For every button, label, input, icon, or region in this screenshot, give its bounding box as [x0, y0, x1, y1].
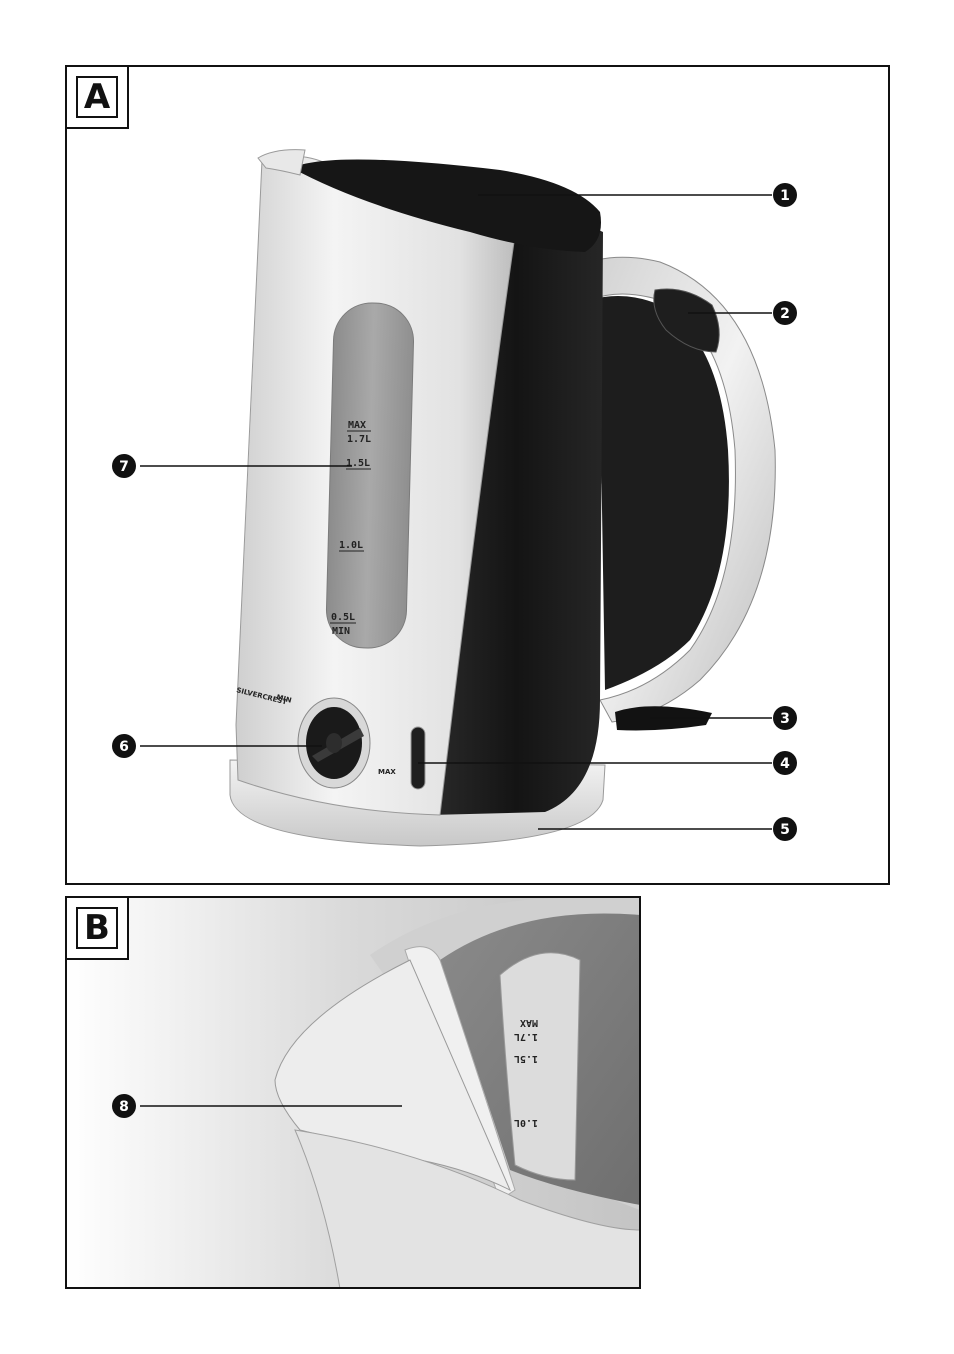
callout-8: 8 — [112, 1094, 136, 1118]
dial-label-max: MAX — [378, 768, 396, 776]
panel-b-tab: B — [65, 896, 129, 960]
panel-a-tab: A — [65, 65, 129, 129]
callout-3: 3 — [773, 706, 797, 730]
svg-text:7: 7 — [119, 459, 129, 475]
dial-label-min: MIN — [276, 693, 293, 705]
scale-1-7l: 1.7L — [347, 434, 371, 445]
scale-max: MAX — [348, 420, 366, 431]
inner-scale-max: MAX — [520, 1017, 538, 1028]
scale-0-5l: 0.5L — [331, 612, 355, 623]
leader-lines-a — [140, 194, 772, 830]
kettle-handle-inner — [590, 296, 729, 690]
panel-b-label: B — [76, 907, 118, 949]
scale-min: MIN — [332, 626, 350, 637]
temperature-dial — [297, 697, 371, 789]
scale-1-0l: 1.0L — [339, 540, 363, 551]
inner-scale-1-0l: 1.0L — [514, 1117, 538, 1128]
kettle-illustration: MAX 1.7L 1.5L 1.0L 0.5L MIN SILVERCREST … — [229, 149, 776, 847]
scale-1-5l: 1.5L — [346, 458, 370, 469]
water-scale: MAX 1.7L 1.5L 1.0L 0.5L MIN — [330, 420, 371, 637]
callout-5: 5 — [773, 817, 797, 841]
kettle-inner-view: MAX 1.7L 1.5L 1.0L — [67, 898, 639, 1287]
panel-a-label: A — [76, 76, 118, 118]
svg-text:8: 8 — [119, 1099, 129, 1115]
water-level-window — [325, 302, 415, 649]
kettle-spout — [257, 149, 306, 176]
svg-text:2: 2 — [780, 306, 790, 322]
indicator-light — [410, 726, 426, 790]
callout-7: 7 — [112, 454, 136, 478]
svg-text:4: 4 — [780, 756, 790, 772]
inner-scale-1-5l: 1.5L — [514, 1053, 538, 1064]
callout-2: 2 — [773, 301, 797, 325]
callout-4: 4 — [773, 751, 797, 775]
callout-6: 6 — [112, 734, 136, 758]
svg-text:5: 5 — [780, 822, 790, 838]
inner-scale-1-7l: 1.7L — [514, 1031, 538, 1042]
svg-text:1: 1 — [780, 188, 790, 204]
lid-release-button — [653, 288, 720, 353]
callout-markers: 1 2 3 4 5 6 7 8 — [112, 183, 797, 1118]
callout-1: 1 — [773, 183, 797, 207]
svg-text:3: 3 — [780, 711, 790, 727]
kettle-spout-front — [274, 959, 512, 1192]
svg-text:6: 6 — [119, 739, 129, 755]
inner-water-scale: MAX 1.7L 1.5L 1.0L — [514, 1017, 538, 1128]
kettle-lid — [292, 159, 601, 252]
